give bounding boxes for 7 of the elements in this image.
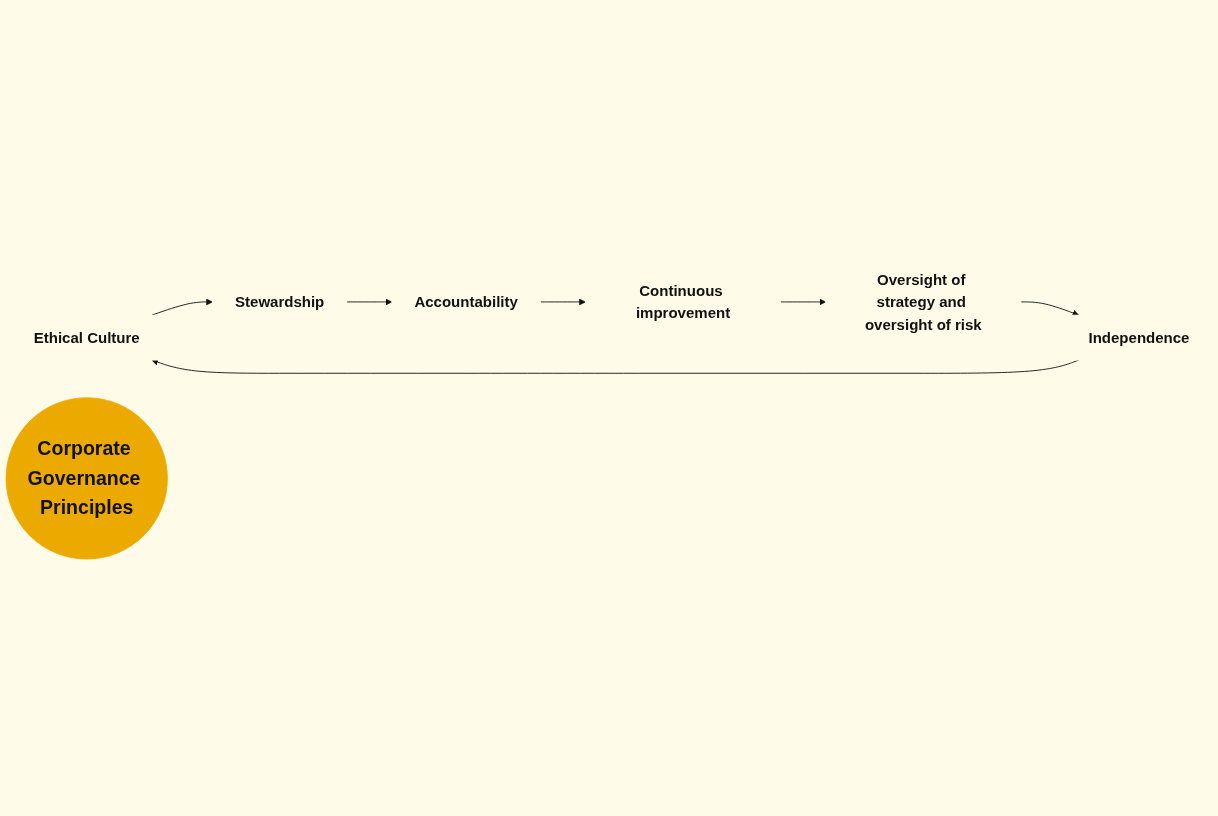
node-text: Ethical Culture: [33, 329, 140, 346]
node-text: Continuous improvement: [635, 282, 731, 322]
node-text: Accountability: [414, 293, 518, 311]
node-circle: Corporate Governance Principles: [5, 397, 168, 560]
node-text: Stewardship: [235, 293, 325, 311]
node-text: Independence: [1088, 329, 1190, 346]
node-text: Oversight of strategy and oversight of risk: [864, 271, 982, 333]
